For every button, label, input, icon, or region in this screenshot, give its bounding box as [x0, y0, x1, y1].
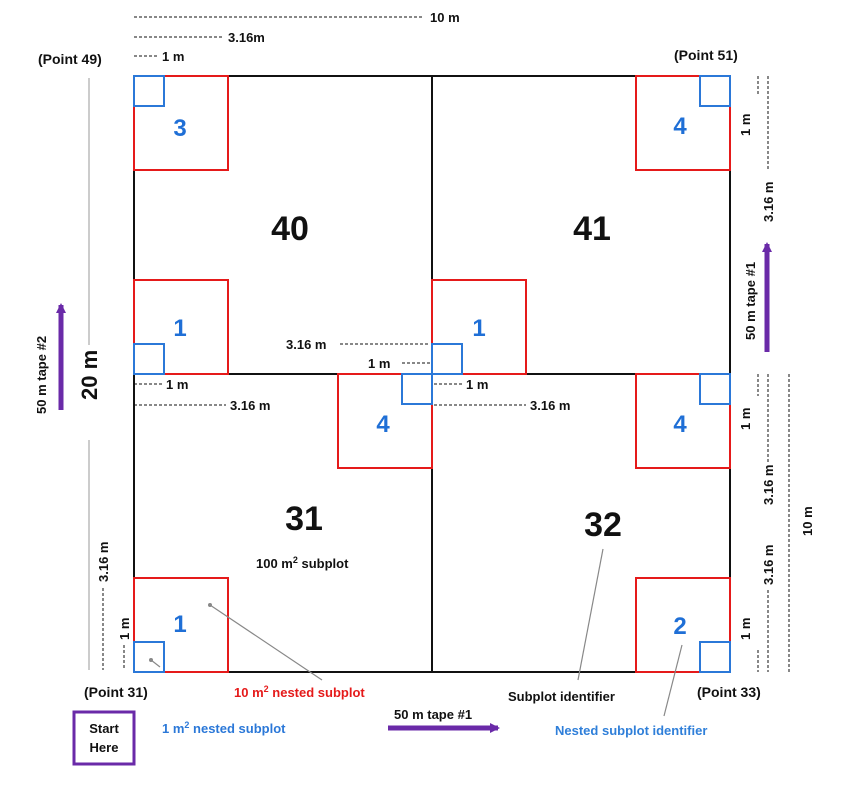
measure-1m-right: 1 m: [466, 377, 488, 392]
nested1-41-4: [699, 75, 731, 107]
point-49-label: (Point 49): [38, 51, 102, 67]
measure-316-rightlower-a: 3.16 m: [761, 465, 776, 505]
measure-1m-top: 1 m: [162, 49, 184, 64]
measure-316-leftbottom: 3.16 m: [96, 542, 111, 582]
nested-id-32-4: 4: [673, 411, 687, 438]
measure-1m-leftbottom: 1 m: [117, 618, 132, 640]
point-31-label: (Point 31): [84, 684, 148, 700]
tape1-vertical-label: 50 m tape #1: [743, 262, 758, 340]
measure-1m-left: 1 m: [166, 377, 188, 392]
legend-nested-identifier: Nested subplot identifier: [555, 723, 707, 738]
measure-1m-rightlower: 1 m: [738, 408, 753, 430]
nested10-41-1: [431, 279, 527, 375]
nested10-31-4: [337, 373, 433, 469]
measure-316-left: 3.16 m: [230, 398, 270, 413]
measure-1m-rightbottom: 1 m: [738, 618, 753, 640]
nested10-31-1: [133, 577, 229, 673]
nested-id-41-4: 4: [673, 113, 687, 140]
nested10-40-3: [133, 75, 229, 171]
measure-20m: 20 m: [77, 350, 102, 400]
tape1-horizontal-label: 50 m tape #1: [394, 707, 472, 722]
measure-316-rightupper: 3.16 m: [761, 182, 776, 222]
measure-10m-right: 10 m: [800, 506, 815, 536]
nested1-32-4: [699, 373, 731, 405]
start-label-1: Start: [89, 721, 119, 736]
measure-1m-center: 1 m: [368, 356, 390, 371]
nested-id-32-2: 2: [673, 613, 686, 640]
nested-id-40-1: 1: [173, 315, 186, 342]
subplot-31: 31: [285, 500, 323, 538]
legend-10-nested: 10 m2 nested subplot: [234, 684, 365, 700]
subplot-41: 41: [573, 210, 611, 248]
nested10-32-4: [635, 373, 731, 469]
nested1-40-1: [133, 343, 165, 375]
legend-100-subplot: 100 m2 subplot: [256, 555, 349, 571]
nested10-41-4: [635, 75, 731, 171]
nested-id-31-1: 1: [173, 611, 186, 638]
start-here-box: [72, 710, 136, 766]
subplot-32: 32: [584, 506, 622, 544]
measure-316-center: 3.16 m: [286, 337, 326, 352]
nested1-32-2: [699, 641, 731, 673]
nested10-32-2: [635, 577, 731, 673]
measure-316-top: 3.16m: [228, 30, 265, 45]
nested-id-31-4: 4: [376, 411, 390, 438]
measure-316-right: 3.16 m: [530, 398, 570, 413]
nested-id-41-1: 1: [472, 315, 485, 342]
subplot-40: 40: [271, 210, 309, 248]
measure-316-rightlower-b: 3.16 m: [761, 545, 776, 585]
nested10-40-1: [133, 279, 229, 375]
legend-subplot-identifier: Subplot identifier: [508, 689, 615, 704]
legend-1-nested: 1 m2 nested subplot: [162, 720, 286, 736]
measure-1m-rightupper: 1 m: [738, 114, 753, 136]
start-label-2: Here: [90, 740, 119, 755]
nested1-31-1: [133, 641, 165, 673]
point-33-label: (Point 33): [697, 684, 761, 700]
tape2-label: 50 m tape #2: [34, 336, 49, 414]
nested1-40-3: [133, 75, 165, 107]
nested-id-40-3: 3: [173, 115, 186, 142]
nested1-31-4: [401, 373, 433, 405]
nested1-41-1: [431, 343, 463, 375]
point-51-label: (Point 51): [674, 47, 738, 63]
measure-10m-top: 10 m: [430, 10, 460, 25]
